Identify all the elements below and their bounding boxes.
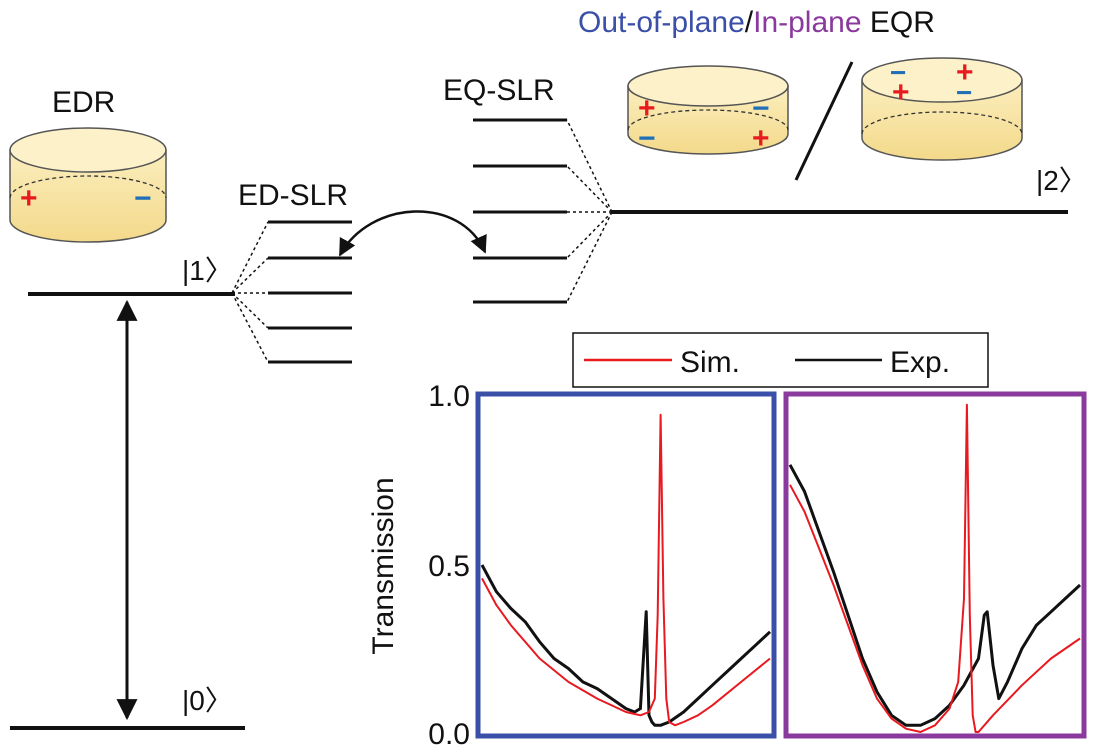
edr-disk: + − <box>9 127 167 243</box>
state-1-label: |1〉 <box>182 255 233 286</box>
minus-charge: − <box>752 92 770 125</box>
minus-charge: − <box>956 77 972 108</box>
out-of-plane-eqr-disk: + − − + <box>627 65 789 155</box>
legend-sim-label: Sim. <box>680 346 740 379</box>
series-exp-line <box>480 564 772 727</box>
chart-panel-in-plane <box>783 391 1087 739</box>
plus-charge: + <box>956 56 974 89</box>
legend-exp-label: Exp. <box>890 346 950 379</box>
y-tick-label: 1.0 <box>428 380 470 413</box>
ed-slr-levels <box>231 220 352 364</box>
state-2-label: |2〉 <box>1036 165 1087 196</box>
edr-label: EDR <box>52 86 115 119</box>
eq-slr-label: EQ-SLR <box>443 74 555 107</box>
transmission-chart: Sim. Exp. 1.0 0.5 0.0 Transmission <box>367 332 1087 745</box>
disk-separator <box>794 61 854 181</box>
panel-frame <box>783 391 1087 739</box>
eq-slr-levels <box>473 118 613 304</box>
plus-charge: + <box>20 182 38 215</box>
plus-charge: + <box>638 92 656 125</box>
minus-charge: − <box>890 57 906 88</box>
eqr-title: Out-of-plane/In-plane EQR <box>578 6 935 39</box>
chart-panel-out-of-plane <box>475 391 777 739</box>
series-sim-line <box>789 403 1081 733</box>
title-in-plane: In-plane <box>753 6 861 39</box>
title-separator: / <box>745 6 754 39</box>
minus-charge: − <box>134 182 152 215</box>
y-tick-label: 0.5 <box>428 550 470 583</box>
state-0-label: |0〉 <box>182 685 233 716</box>
y-tick-label: 0.0 <box>428 718 470 745</box>
minus-charge: − <box>638 122 656 155</box>
title-eqr: EQR <box>862 6 935 39</box>
y-axis-label: Transmission <box>367 477 400 654</box>
panel-frame <box>475 391 777 739</box>
series-sim-line <box>481 413 771 727</box>
coupling-arrow <box>338 210 487 257</box>
plus-charge: + <box>752 122 770 155</box>
title-out-of-plane: Out-of-plane <box>578 6 745 39</box>
plus-charge: + <box>892 76 910 109</box>
series-exp-line <box>788 464 1082 727</box>
in-plane-eqr-disk: − + + − <box>861 56 1023 161</box>
ed-slr-label: ED-SLR <box>238 179 348 212</box>
legend: Sim. Exp. <box>572 332 989 388</box>
